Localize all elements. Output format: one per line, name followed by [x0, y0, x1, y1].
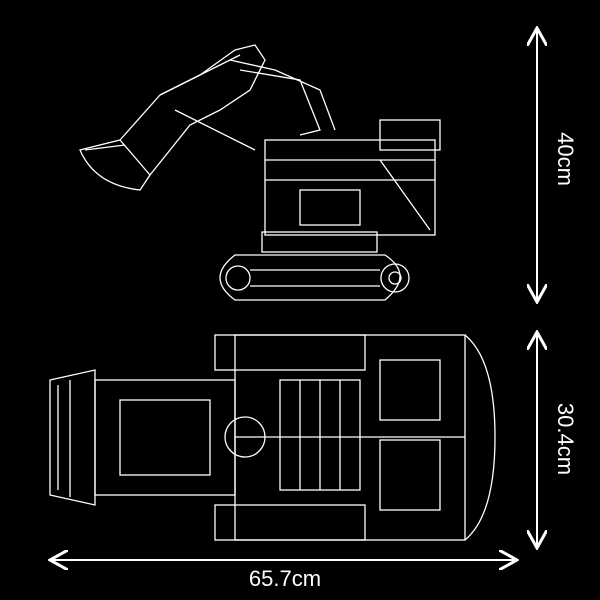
height-label: 40cm: [553, 132, 578, 186]
excavator-top-view: [49, 334, 496, 541]
excavator-side-view: [79, 44, 441, 301]
width-label: 30.4cm: [553, 402, 578, 476]
length-label: 65.7cm: [248, 566, 322, 591]
